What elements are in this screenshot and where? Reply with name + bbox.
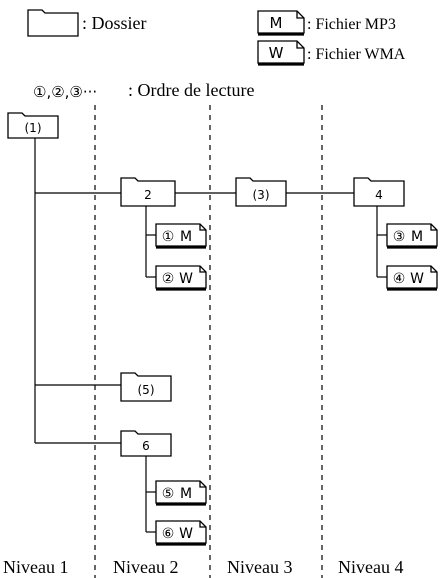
file-icon bbox=[155, 520, 207, 544]
folder-icon bbox=[120, 177, 176, 207]
file-f6-a-mp3: ⑤ M bbox=[155, 480, 207, 506]
file-icon bbox=[386, 223, 438, 247]
file-type-letter: M bbox=[180, 486, 192, 502]
folder-icon bbox=[120, 430, 172, 457]
folder-label: 2 bbox=[144, 188, 152, 202]
legend-wma-file-icon: W bbox=[257, 40, 305, 66]
file-icon bbox=[155, 480, 207, 504]
legend-order-marks: ①,②,③··· bbox=[33, 83, 97, 101]
level-label-1: Niveau 1 bbox=[3, 557, 68, 577]
folder-2: 2 bbox=[120, 177, 176, 207]
level-label-4: Niveau 4 bbox=[338, 557, 403, 577]
file-order-number: ⑤ bbox=[162, 486, 175, 502]
folder-6: 6 bbox=[120, 430, 172, 457]
file-f2-a-mp3: ① M bbox=[155, 223, 207, 249]
legend: : Dossier M : Fichier MP3 W : Fichier WM… bbox=[27, 9, 406, 101]
legend-folder-icon bbox=[27, 9, 79, 37]
folder-4: 4 bbox=[353, 177, 405, 207]
level-labels: Niveau 1 Niveau 2 Niveau 3 Niveau 4 bbox=[3, 557, 403, 577]
file-type-letter: W bbox=[179, 526, 193, 542]
file-icon bbox=[155, 265, 207, 289]
file-order-number: ① bbox=[162, 229, 175, 245]
folder-icon bbox=[120, 372, 172, 402]
folder-label: 4 bbox=[375, 188, 383, 202]
file-type-letter: W bbox=[179, 271, 193, 287]
folder-label: (5) bbox=[138, 383, 155, 397]
file-icon bbox=[155, 223, 207, 247]
file-type-letter: M bbox=[411, 229, 423, 245]
file-order-number: ③ bbox=[393, 229, 406, 245]
folder-label: 6 bbox=[142, 439, 150, 453]
file-f6-b-wma: ⑥ W bbox=[155, 520, 207, 546]
file-f4-a-mp3: ③ M bbox=[386, 223, 438, 249]
file-type-letter: W bbox=[410, 271, 424, 287]
legend-wma-label: : Fichier WMA bbox=[307, 46, 406, 63]
file-order-number: ② bbox=[162, 271, 175, 287]
folder-icon bbox=[353, 177, 405, 207]
legend-order-label: : Ordre de lecture bbox=[128, 80, 254, 100]
legend-mp3-letter: M bbox=[270, 14, 283, 32]
folder-root: (1) bbox=[7, 112, 59, 139]
legend-mp3-label: : Fichier MP3 bbox=[307, 16, 396, 33]
file-icon bbox=[386, 265, 438, 289]
legend-mp3-file-icon: M bbox=[257, 10, 305, 36]
file-order-number: ⑥ bbox=[162, 526, 175, 542]
legend-wma-letter: W bbox=[269, 44, 284, 62]
level-label-3: Niveau 3 bbox=[227, 557, 292, 577]
file-f2-b-wma: ② W bbox=[155, 265, 207, 291]
folder-label: (1) bbox=[25, 121, 42, 135]
level-separators bbox=[94, 105, 323, 578]
file-order-number: ④ bbox=[393, 271, 406, 287]
file-f4-b-wma: ④ W bbox=[386, 265, 438, 291]
folder-icon bbox=[235, 177, 287, 207]
folder-5: (5) bbox=[120, 372, 172, 402]
folder-3: (3) bbox=[235, 177, 287, 207]
folder-icon bbox=[7, 112, 59, 139]
file-type-letter: M bbox=[180, 229, 192, 245]
folder-label: (3) bbox=[253, 188, 270, 202]
level-label-2: Niveau 2 bbox=[113, 557, 178, 577]
tree-connectors bbox=[34, 138, 387, 533]
legend-folder-label: : Dossier bbox=[82, 13, 147, 33]
